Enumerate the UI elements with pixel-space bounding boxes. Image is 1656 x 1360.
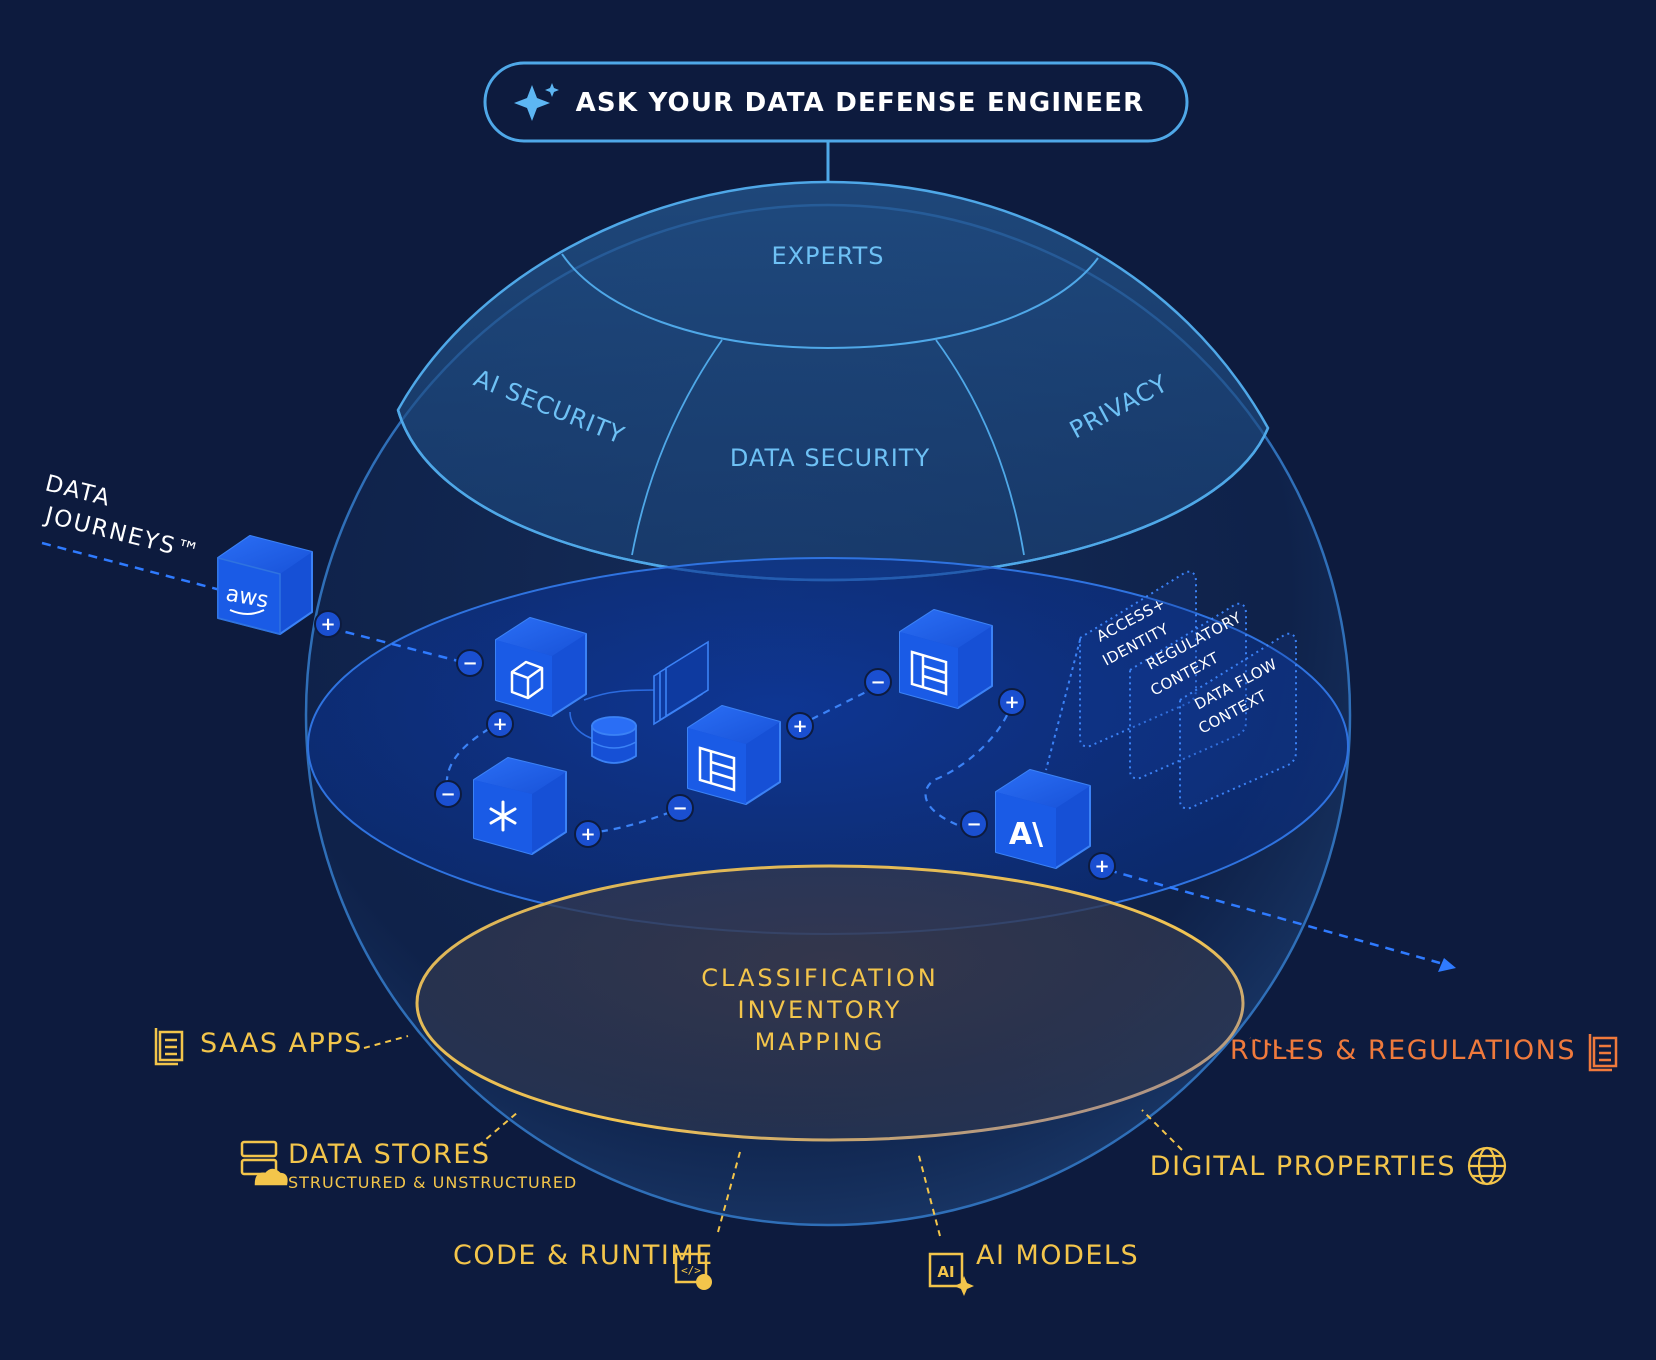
ask-engineer-label: ASK YOUR DATA DEFENSE ENGINEER [576,88,1145,118]
expertise-dome: EXPERTS AI SECURITY DATA SECURITY PRIVAC… [396,180,1270,582]
document-icon [154,1028,184,1066]
saas-apps-source[interactable]: SAAS APPS [154,1028,363,1066]
snowflake-node[interactable] [473,757,567,855]
anthropic-logo-icon: A\ [1009,817,1043,852]
minus-sign: − [870,672,885,693]
data-journeys-label: DATA JOURNEYS™ [41,471,204,567]
svg-text:AI: AI [937,1263,954,1281]
minus-sign: − [440,784,455,805]
plus-badge[interactable]: + [998,688,1026,716]
journey-path-in [41,541,229,594]
minus-badge[interactable]: − [960,810,988,838]
table-icon [910,650,948,696]
plus-sign: + [1094,856,1109,877]
minus-sign: − [672,798,687,819]
database-icon [591,716,637,764]
table-node-right[interactable] [899,609,993,709]
ai-models-source[interactable]: AI AI MODELS [928,1240,1139,1296]
plus-badge[interactable]: + [314,610,342,638]
minus-badge[interactable]: − [666,794,694,822]
plus-sign: + [492,714,507,735]
code-icon: </> [674,1252,712,1290]
sparkle-icon [514,83,559,121]
plus-sign: + [580,824,595,845]
minus-badge[interactable]: − [434,780,462,808]
core-label-1: CLASSIFICATION [701,964,938,992]
experts-label: EXPERTS [771,242,884,270]
source-connectors [363,1035,1293,1237]
table-icon [698,746,736,792]
plus-sign: + [1004,692,1019,713]
plus-badge[interactable]: + [1088,852,1116,880]
server-cloud-icon [240,1140,288,1186]
badges: + − + − + − + − + − + [314,610,1116,880]
rules-regulations-source[interactable]: RULES & REGULATIONS [1230,1034,1618,1072]
svg-text:</>: </> [681,1264,701,1277]
minus-badge[interactable]: − [456,649,484,677]
table-node-center[interactable] [687,705,781,805]
journeys-line-2: JOURNEYS™ [41,502,204,566]
data-flow-context-card [1179,632,1297,810]
minus-sign: − [462,653,477,674]
data-stores-label: DATA STORES [288,1139,490,1170]
regulatory-context-card [1129,602,1247,780]
ai-chip-icon: AI [928,1252,974,1296]
plus-badge[interactable]: + [574,820,602,848]
data-security-label: DATA SECURITY [730,444,930,472]
document-icon [1588,1034,1618,1072]
snowflake-icon [489,800,517,832]
ai-models-label: AI MODELS [976,1240,1139,1271]
anthropic-node[interactable]: A\ [995,769,1091,869]
ask-engineer-pill[interactable]: ASK YOUR DATA DEFENSE ENGINEER [483,61,1189,143]
digital-properties-label: DIGITAL PROPERTIES [1150,1151,1456,1182]
core-disc [415,864,1245,1142]
plus-badge[interactable]: + [486,710,514,738]
plus-badge[interactable]: + [786,712,814,740]
minus-sign: − [966,814,981,835]
aws-smile-icon [229,609,265,615]
code-runtime-label: CODE & RUNTIME [453,1240,714,1271]
saas-apps-label: SAAS APPS [200,1028,363,1059]
data-stores-source[interactable]: DATA STORES STRUCTURED & UNSTRUCTURED [240,1139,577,1192]
minus-badge[interactable]: − [864,668,892,696]
file-stack-icon [653,640,709,726]
core-label-3: MAPPING [755,1028,886,1056]
rules-regulations-label: RULES & REGULATIONS [1230,1035,1576,1066]
plus-sign: + [320,614,335,635]
digital-properties-source[interactable]: DIGITAL PROPERTIES [1150,1146,1507,1186]
context-cards [1045,570,1297,810]
aws-node[interactable]: aws [217,535,313,635]
data-stores-sublabel: STRUCTURED & UNSTRUCTURED [288,1173,577,1192]
core-label-2: INVENTORY [738,996,903,1024]
journey-arrowhead [1438,958,1456,972]
globe-icon [1467,1146,1507,1186]
experts-ring [561,253,1099,350]
plus-sign: + [792,716,807,737]
box-node[interactable] [495,617,587,717]
access-identity-card [1079,570,1197,748]
box-icon [510,660,544,700]
code-runtime-source[interactable]: CODE & RUNTIME </> [453,1240,714,1290]
